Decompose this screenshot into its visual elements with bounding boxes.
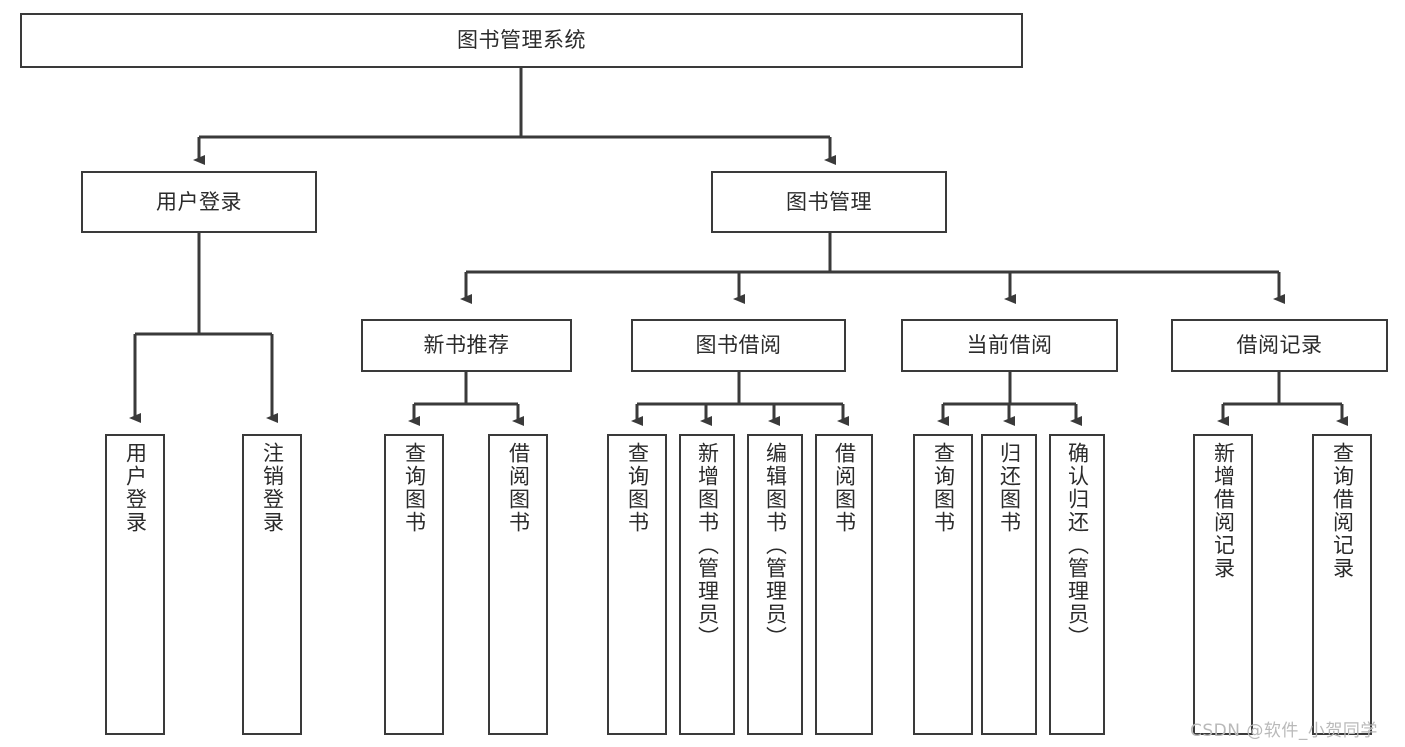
leaf-logout-login[interactable]: 注销登录 <box>242 434 302 735</box>
csdn-watermark: CSDN @软件_小贺同学 <box>1190 721 1378 741</box>
node-label: 借阅图书 <box>506 442 531 534</box>
node-label: 新增图书（管理员） <box>695 442 720 649</box>
leaf-add-book[interactable]: 新增图书（管理员） <box>679 434 735 735</box>
node-current-borrow[interactable]: 当前借阅 <box>901 319 1118 372</box>
leaf-edit-book[interactable]: 编辑图书（管理员） <box>747 434 803 735</box>
node-label: 编辑图书（管理员） <box>763 442 788 649</box>
node-book-management[interactable]: 图书管理 <box>711 171 947 233</box>
node-label: 新书推荐 <box>423 333 510 358</box>
leaf-borrow-book-new-recommend[interactable]: 借阅图书 <box>488 434 548 735</box>
leaf-add-borrow-record[interactable]: 新增借阅记录 <box>1193 434 1253 735</box>
node-label: 图书管理 <box>786 189 872 214</box>
leaf-query-borrow-record[interactable]: 查询借阅记录 <box>1312 434 1372 735</box>
node-label: 当前借阅 <box>966 333 1053 358</box>
node-label: 图书管理系统 <box>457 28 586 53</box>
node-label: 查询借阅记录 <box>1330 442 1355 580</box>
node-user-login[interactable]: 用户登录 <box>81 171 317 233</box>
node-borrow-record[interactable]: 借阅记录 <box>1171 319 1388 372</box>
leaf-query-book-current[interactable]: 查询图书 <box>913 434 973 735</box>
node-book-borrow[interactable]: 图书借阅 <box>631 319 846 372</box>
leaf-query-book-new-recommend[interactable]: 查询图书 <box>384 434 444 735</box>
node-label: 查询图书 <box>402 442 427 534</box>
leaf-user-login[interactable]: 用户登录 <box>105 434 165 735</box>
node-new-book-recommend[interactable]: 新书推荐 <box>361 319 572 372</box>
node-label: 查询图书 <box>625 442 650 534</box>
node-root-book-management-system[interactable]: 图书管理系统 <box>20 13 1023 68</box>
node-label: 图书借阅 <box>695 333 782 358</box>
node-label: 归还图书 <box>997 442 1022 534</box>
leaf-confirm-return[interactable]: 确认归还（管理员） <box>1049 434 1105 735</box>
leaf-return-book[interactable]: 归还图书 <box>981 434 1037 735</box>
node-label: 确认归还（管理员） <box>1065 442 1090 649</box>
node-label: 查询图书 <box>931 442 956 534</box>
node-label: 用户登录 <box>123 442 148 534</box>
node-label: 用户登录 <box>156 189 242 214</box>
leaf-borrow-book[interactable]: 借阅图书 <box>815 434 873 735</box>
node-label: 借阅记录 <box>1236 333 1323 358</box>
node-label: 借阅图书 <box>832 442 857 534</box>
node-label: 注销登录 <box>260 442 285 534</box>
leaf-query-book-borrow[interactable]: 查询图书 <box>607 434 667 735</box>
node-label: 新增借阅记录 <box>1211 442 1236 580</box>
